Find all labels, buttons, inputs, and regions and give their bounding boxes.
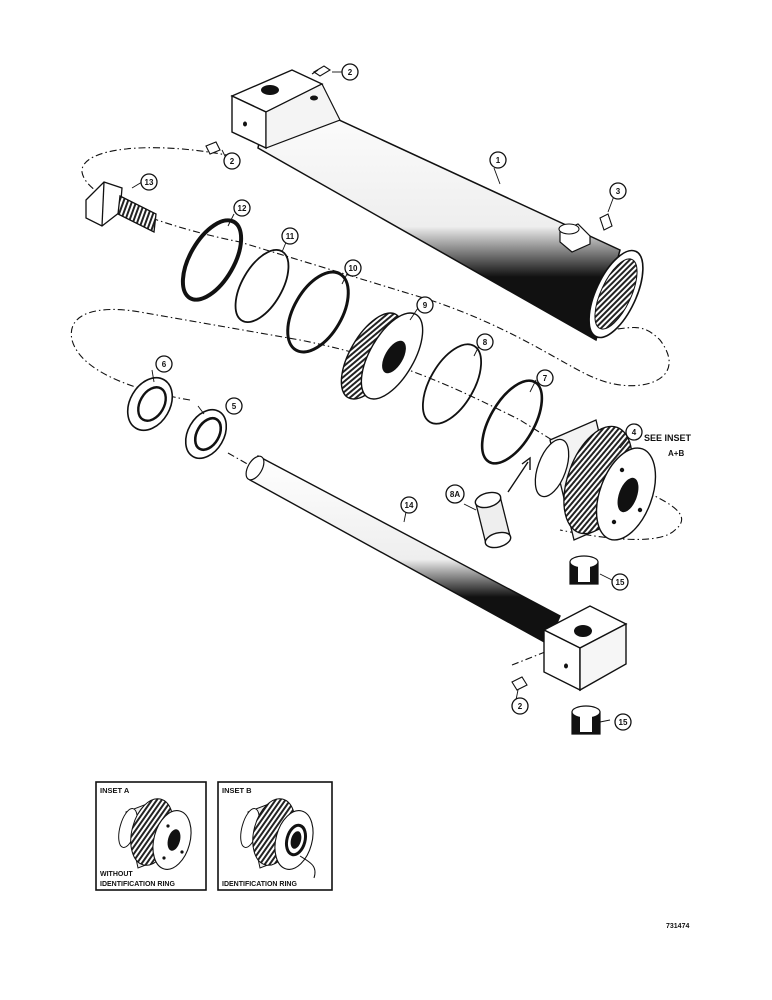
piston-rod	[245, 454, 628, 692]
figure-number: 731474	[666, 923, 689, 930]
callout-5: 5	[225, 397, 243, 415]
wiper-seal-6	[126, 376, 174, 432]
callout-11: 11	[281, 227, 299, 245]
inset-a-caption-1: WITHOUT	[100, 871, 133, 878]
svg-text:8A: 8A	[450, 490, 460, 499]
svg-text:15: 15	[619, 718, 628, 727]
cylinder-barrel	[230, 69, 644, 342]
pivot-bushing-15-upper	[569, 555, 599, 585]
callout-2-rod: 2	[511, 697, 529, 715]
svg-text:1: 1	[496, 156, 501, 165]
callout-8: 8	[476, 333, 494, 351]
install-arrow	[507, 456, 531, 493]
callout-6: 6	[155, 355, 173, 373]
bushing-8a	[474, 491, 512, 549]
svg-text:12: 12	[238, 204, 247, 213]
callout-7: 7	[536, 369, 554, 387]
inset-a-title: INSET A	[100, 786, 130, 795]
callout-4: 4	[625, 423, 643, 441]
leader-lines	[131, 71, 629, 723]
see-inset-label-ab: A+B	[668, 449, 684, 458]
callout-10: 10	[344, 259, 362, 277]
callout-2-top: 2	[341, 63, 359, 81]
callout-15-upper: 15	[611, 573, 629, 591]
svg-text:6: 6	[162, 360, 167, 369]
svg-text:3: 3	[616, 187, 621, 196]
svg-text:5: 5	[232, 402, 237, 411]
callout-2-side: 2	[223, 152, 241, 170]
svg-text:11: 11	[286, 232, 295, 241]
svg-text:10: 10	[349, 264, 358, 273]
callout-14: 14	[400, 496, 418, 514]
cylinder-head	[534, 419, 657, 541]
svg-text:8: 8	[483, 338, 488, 347]
svg-text:9: 9	[423, 301, 428, 310]
svg-text:15: 15	[616, 578, 625, 587]
piston	[340, 312, 424, 400]
grease-fitting-top	[311, 65, 332, 77]
grease-fitting-side	[205, 141, 221, 155]
backup-ring-10	[286, 270, 350, 354]
see-inset-label: SEE INSET	[644, 433, 692, 443]
grease-fitting-rod-end	[511, 676, 528, 691]
bolt	[85, 181, 157, 233]
svg-text:2: 2	[230, 157, 235, 166]
inset-b: INSET B IDENTIFICATION RING	[217, 781, 333, 891]
inset-a: INSET A WITHOUT IDENTIFICATION RING	[95, 781, 207, 891]
callout-1: 1	[489, 151, 507, 169]
assembly-path-lines	[70, 147, 683, 666]
svg-text:13: 13	[145, 178, 154, 187]
inset-b-title: INSET B	[222, 786, 252, 795]
pivot-bushing-15-lower	[571, 705, 601, 735]
callout-8a: 8A	[445, 484, 465, 504]
svg-text:14: 14	[405, 501, 414, 510]
set-screw	[599, 213, 613, 231]
svg-text:2: 2	[518, 702, 523, 711]
inset-b-caption: IDENTIFICATION RING	[222, 881, 297, 888]
rod-seal-5	[184, 408, 228, 460]
callout-9: 9	[416, 296, 434, 314]
callout-3: 3	[609, 182, 627, 200]
callout-12: 12	[233, 199, 251, 217]
inset-a-caption-2: IDENTIFICATION RING	[100, 881, 175, 888]
svg-text:2: 2	[348, 68, 353, 77]
callout-15-lower: 15	[614, 713, 632, 731]
callout-13: 13	[140, 173, 158, 191]
o-ring-8	[421, 343, 483, 425]
svg-text:4: 4	[632, 428, 637, 437]
o-ring-11	[234, 249, 290, 323]
ring-12	[180, 218, 244, 302]
svg-text:7: 7	[543, 374, 548, 383]
